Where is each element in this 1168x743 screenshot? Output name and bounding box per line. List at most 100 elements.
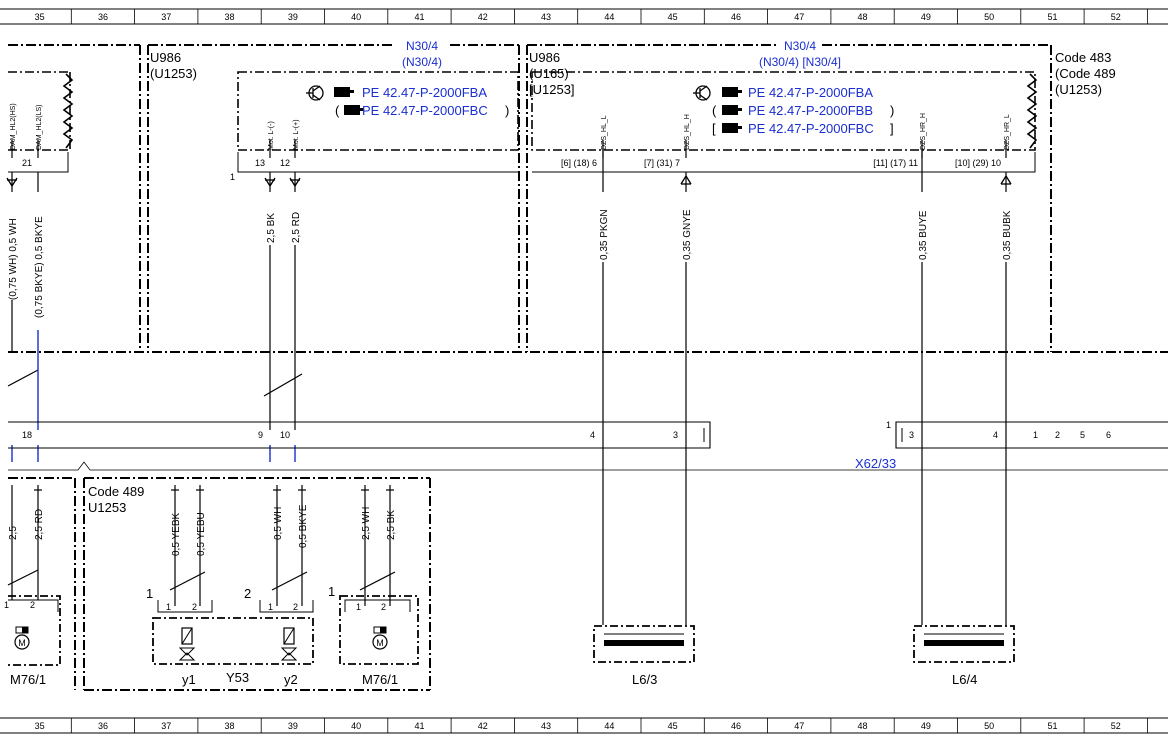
- module-boundaries: [8, 44, 1168, 353]
- component-label: M76/1: [362, 672, 398, 687]
- component-label: L6/4: [952, 672, 977, 687]
- wire-label: 2,5 WH: [361, 507, 372, 540]
- ref-link[interactable]: PE 42.47-P-2000FBA: [748, 85, 873, 100]
- wire-label: 0,35 BUYE: [918, 210, 929, 260]
- grid-column-label: 51: [1047, 721, 1057, 731]
- code489-line1: Code 489: [88, 484, 144, 499]
- ref-wrap-open: [: [712, 121, 716, 136]
- lower-wire-labels: 2,5 2,5 RD 0,5 YEBK 0,5 YEBU 0,5 WH 0,5 …: [8, 504, 397, 556]
- inner-boxes: [8, 71, 1036, 151]
- svg-text:(U1253): (U1253): [1055, 82, 1102, 97]
- component-label: y2: [284, 672, 298, 687]
- grid-column-label: 37: [161, 12, 171, 22]
- grid-ruler-bottom: [0, 717, 1168, 734]
- wire-label: 0,5 YEBU: [196, 512, 207, 556]
- u986-left-line2: (U1253): [150, 66, 197, 81]
- code483-line2: (Code 489: [1055, 66, 1116, 81]
- pointing-hand-icon: [344, 105, 364, 115]
- connector-pin: 2: [1055, 430, 1060, 440]
- wire-label: 0,35 PKGN: [599, 209, 610, 260]
- ref-link[interactable]: PE 42.47-P-2000FBC: [362, 103, 488, 118]
- pin-name: DZS_HR_L: [1004, 114, 1011, 150]
- connector-pin: 18: [22, 430, 32, 440]
- wires-blue: [11, 330, 296, 462]
- u986-right-line2: (U165): [529, 66, 569, 81]
- wire-label: 0,35 GNYE: [682, 209, 693, 260]
- svg-text:Code 483: Code 483: [1055, 50, 1111, 65]
- svg-text:(U1253): (U1253): [150, 66, 197, 81]
- comp-pin: 1: [146, 586, 153, 601]
- pin-number: [6] (18) 6: [561, 158, 597, 168]
- references-right: ( [ PE 42.47-P-2000FBA PE 42.47-P-2000FB…: [693, 85, 894, 136]
- ref-link[interactable]: PE 42.47-P-2000FBC: [748, 121, 874, 136]
- comp-pin: 1: [356, 602, 361, 612]
- wire-labels: (0,75 WH) 0,5 WH (0,75 BKYE) 0,5 BKYE 2,…: [8, 209, 1013, 318]
- grid-column-label: 35: [35, 721, 45, 731]
- component-label: M76/1: [10, 672, 46, 687]
- pointing-hand-icon: [722, 105, 742, 115]
- grid-column-label: 41: [414, 12, 424, 22]
- motor-icon: M: [14, 626, 30, 650]
- grid-column-label: 48: [858, 721, 868, 731]
- pointing-hand-icon: [334, 87, 354, 97]
- solenoid-valve-icon: [280, 627, 298, 661]
- grid-column-label: 48: [858, 12, 868, 22]
- wire-label: 0,35 BUBK: [1002, 210, 1013, 260]
- comp-pin: 1: [268, 602, 273, 612]
- pin-number: [11] (17) 11: [873, 158, 918, 168]
- ref-link[interactable]: PE 42.47-P-2000FBA: [362, 85, 487, 100]
- pin-name: DZS_HL_L: [601, 115, 608, 150]
- ref-link[interactable]: PE 42.47-P-2000FBB: [748, 103, 873, 118]
- pin-numbers: 21 13 12 1 [6] (18) 6 [7] (31) 7 [11] (1…: [22, 158, 1001, 182]
- grid-column-label: 40: [351, 12, 361, 22]
- svg-text:M: M: [18, 638, 26, 648]
- comp-pin: 1: [328, 584, 335, 599]
- connector-pin: 6: [1106, 430, 1111, 440]
- speaker-l6-4: L6/4: [913, 625, 1015, 687]
- lower-boundaries: [8, 477, 431, 691]
- lower-wires: [7, 485, 396, 606]
- svg-text:(N30/4): (N30/4): [402, 55, 442, 69]
- grid-column-label: 46: [731, 12, 741, 22]
- svg-text:M: M: [376, 638, 384, 648]
- connector-label[interactable]: X62/33: [855, 456, 896, 471]
- code483-line1: Code 483: [1055, 50, 1111, 65]
- grid-column-label: 50: [984, 12, 994, 22]
- code483-line3: (U1253): [1055, 82, 1102, 97]
- n30-right-line2: (N30/4) [N30/4]: [759, 55, 841, 69]
- solenoid-valve-icon: [178, 627, 196, 661]
- grid-column-label: 46: [731, 721, 741, 731]
- wire-label: 2,5 RD: [291, 212, 302, 243]
- pin-terminals: [11, 140, 1007, 158]
- comp-pin: 1: [166, 602, 171, 612]
- connector-pin: 1: [886, 420, 891, 430]
- block-labels: U986 (U1253) N30/4 (N30/4) U986 (U165) […: [150, 39, 1116, 97]
- svg-text:(Code 489: (Code 489: [1055, 66, 1116, 81]
- grid-column-label: 36: [98, 12, 108, 22]
- shield-break-lines: [62, 73, 1038, 149]
- grid-column-label: 47: [794, 721, 804, 731]
- grid-column-label: 51: [1047, 12, 1057, 22]
- grid-column-label: 38: [225, 12, 235, 22]
- grid-column-label: 52: [1111, 12, 1121, 22]
- m76-right: M M76/1: [339, 595, 419, 687]
- ref-wrap-close: ): [505, 103, 509, 118]
- svg-text:[U1253]: [U1253]: [529, 82, 575, 97]
- pin-number: 13: [255, 158, 265, 168]
- svg-text:(N30/4) [N30/4]: (N30/4) [N30/4]: [759, 55, 841, 69]
- wire-label: (0,75 BKYE) 0,5 BKYE: [34, 216, 45, 318]
- comp-pin: 1: [4, 600, 9, 610]
- grid-column-label: 39: [288, 721, 298, 731]
- connector-pin: 3: [909, 430, 914, 440]
- comp-pin: 2: [293, 602, 298, 612]
- wires-black: [7, 150, 1007, 625]
- component-pin-numbers: 1 2 1 2 2 1 2 1 1 2 1: [4, 584, 386, 612]
- grid-column-label: 39: [288, 12, 298, 22]
- comp-pin: 2: [381, 602, 386, 612]
- grid-column-label: 40: [351, 721, 361, 731]
- pin-number: 12: [280, 158, 290, 168]
- n30-right-line1: N30/4: [784, 39, 816, 53]
- grid-column-label: 44: [604, 721, 614, 731]
- transistor-icon: [693, 85, 711, 101]
